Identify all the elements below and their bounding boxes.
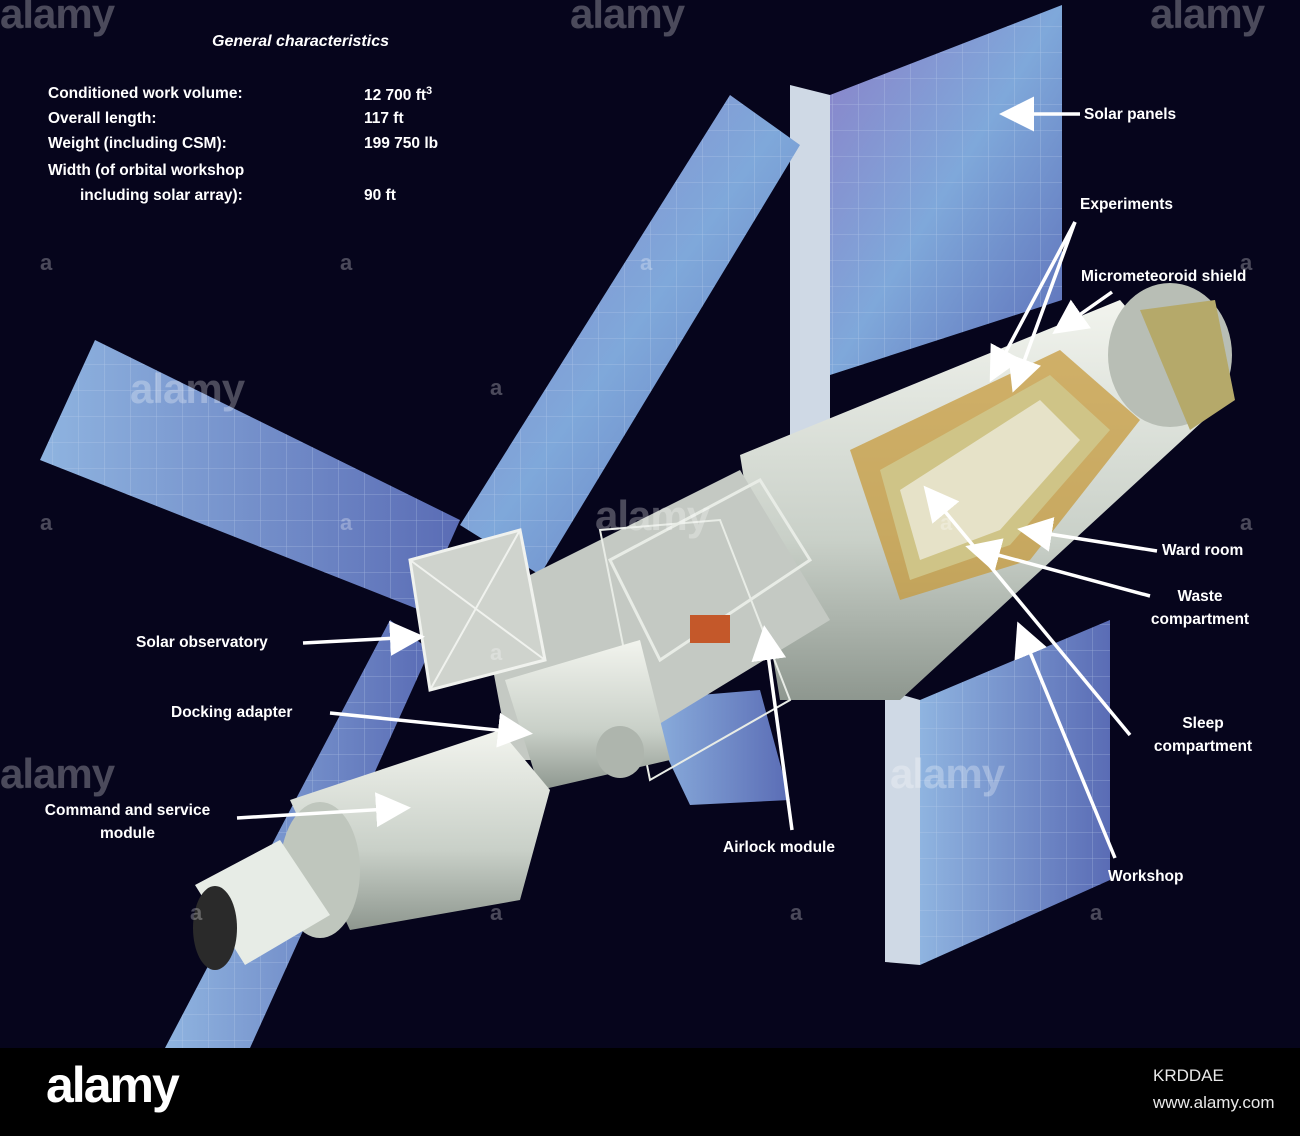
label-ward-room: Ward room bbox=[1162, 542, 1244, 559]
image-id: KRDDAE bbox=[1153, 1066, 1224, 1085]
atm-solar-array-upper bbox=[460, 95, 800, 575]
arrow-experiments-1 bbox=[989, 221, 1077, 383]
docking-adapter bbox=[505, 640, 670, 790]
spec-value: 90 ft bbox=[364, 187, 396, 204]
label-waste-line1: Waste bbox=[1177, 588, 1223, 605]
label-solar-panels: Solar panels bbox=[1084, 106, 1177, 123]
spec-name: Width (of orbital workshop bbox=[48, 162, 245, 179]
watermark-glyph: a bbox=[790, 900, 803, 925]
spec-value: 117 ft bbox=[364, 110, 404, 127]
label-waste-compartment: Waste compartment bbox=[1150, 585, 1250, 631]
watermark-glyph: a bbox=[190, 900, 203, 925]
watermark: alamy bbox=[595, 492, 710, 539]
label-csm-line2: module bbox=[99, 825, 156, 842]
arrow-solar-observatory bbox=[302, 620, 425, 656]
footer-bar bbox=[0, 1048, 1300, 1136]
spec-name: Weight (including CSM): bbox=[48, 135, 227, 152]
label-docking-adapter: Docking adapter bbox=[171, 704, 293, 721]
label-solar-observatory: Solar observatory bbox=[136, 634, 268, 651]
label-waste-line2: compartment bbox=[1150, 611, 1250, 628]
alamy-logo: alamy bbox=[46, 1057, 180, 1113]
label-csm-line1: Command and service bbox=[44, 802, 211, 819]
watermark-glyph: a bbox=[940, 510, 953, 535]
watermark-glyph: a bbox=[340, 250, 353, 275]
spec-value: 199 750 lb bbox=[364, 135, 439, 152]
atm-solar-array-left bbox=[40, 340, 460, 610]
watermark-glyph: a bbox=[40, 510, 53, 535]
watermark: alamy bbox=[130, 365, 245, 412]
watermark-glyph: a bbox=[490, 900, 503, 925]
watermark: alamy bbox=[0, 750, 115, 797]
spec-name: Overall length: bbox=[48, 110, 157, 127]
spec-name: Conditioned work volume: bbox=[48, 85, 243, 102]
atm-solar-array-back bbox=[640, 690, 790, 805]
spec-title: General characteristics bbox=[212, 33, 389, 50]
arrow-csm bbox=[236, 792, 411, 828]
label-command-service-module: Command and service module bbox=[20, 799, 235, 845]
watermark-glyph: a bbox=[490, 640, 503, 665]
label-experiments: Experiments bbox=[1080, 196, 1174, 213]
arrow-sleep-compartment bbox=[923, 485, 1132, 737]
site-url: www.alamy.com bbox=[1153, 1093, 1275, 1112]
watermark-glyph: a bbox=[40, 250, 53, 275]
diagram-stage: alamy alamy alamy alamy alamy alamy alam… bbox=[0, 0, 1300, 1048]
watermark: alamy bbox=[1150, 0, 1265, 37]
label-sleep-line2: compartment bbox=[1153, 738, 1253, 755]
arrow-waste-compartment bbox=[965, 538, 1151, 598]
arrow-ward-room bbox=[1017, 517, 1158, 553]
solar-observatory-frame bbox=[408, 528, 547, 692]
watermark: alamy bbox=[890, 750, 1005, 797]
label-workshop: Workshop bbox=[1108, 868, 1184, 885]
arrow-airlock-module bbox=[751, 625, 794, 831]
watermark-glyph: a bbox=[1090, 900, 1103, 925]
solar-panel-lower-right bbox=[885, 620, 1110, 965]
watermark-glyph: a bbox=[1240, 510, 1253, 535]
watermark: alamy bbox=[570, 0, 685, 37]
watermark-glyph: a bbox=[340, 510, 353, 535]
label-micrometeoroid-shield: Micrometeoroid shield bbox=[1081, 268, 1247, 285]
label-airlock-module: Airlock module bbox=[723, 839, 835, 856]
watermark-glyph: a bbox=[640, 250, 653, 275]
spec-name: including solar array): bbox=[80, 187, 243, 204]
skylab-illustration bbox=[40, 5, 1235, 1048]
arrow-micrometeoroid-shield bbox=[1052, 290, 1114, 335]
arrow-experiments-2 bbox=[1008, 221, 1077, 393]
watermark-glyph: a bbox=[1240, 250, 1253, 275]
watermark-glyph: a bbox=[490, 375, 503, 400]
arrow-workshop bbox=[1014, 621, 1117, 859]
label-sleep-line1: Sleep bbox=[1182, 715, 1224, 732]
watermark: alamy bbox=[0, 0, 115, 37]
arrow-docking-adapter bbox=[329, 711, 533, 748]
spec-value: 12 700 ft3 bbox=[364, 85, 433, 105]
command-service-module bbox=[193, 730, 550, 970]
pointer-arrows bbox=[236, 96, 1158, 859]
label-sleep-compartment: Sleep compartment bbox=[1140, 712, 1266, 758]
